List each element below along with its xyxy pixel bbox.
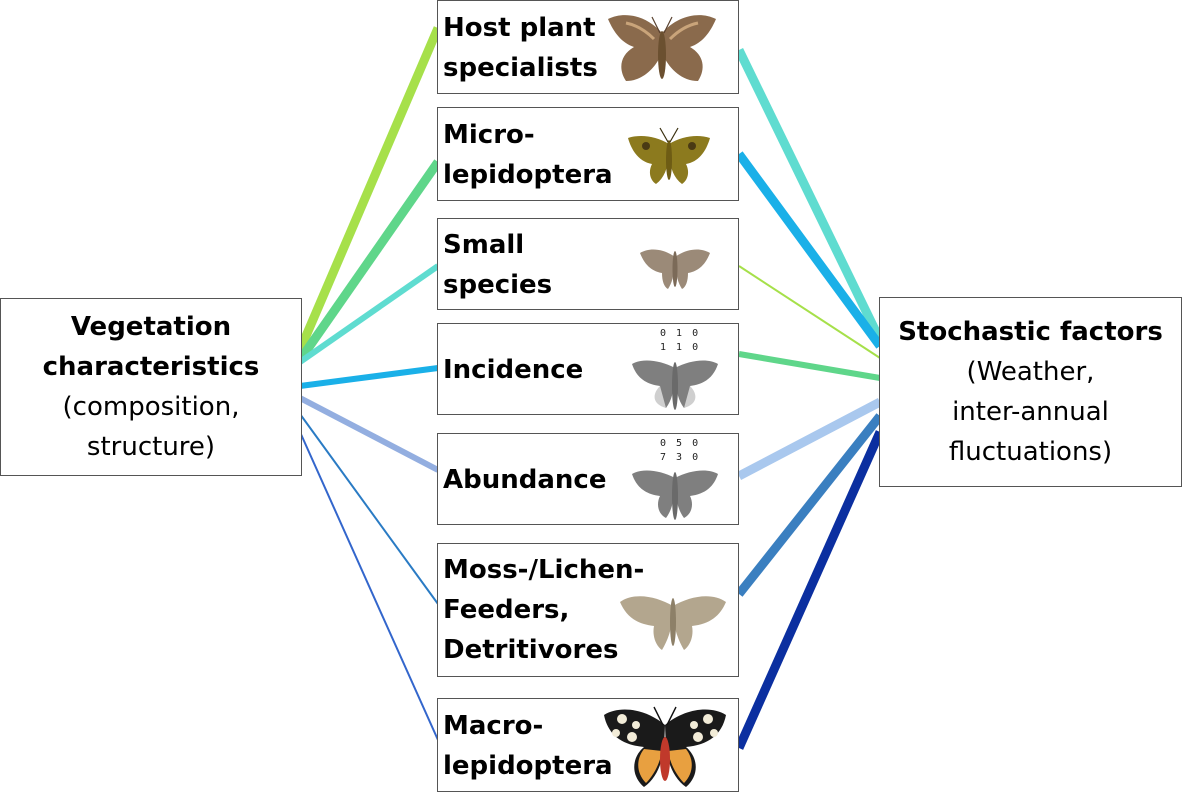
abundance-matrix: 0 5 0 7 3 0 xyxy=(660,438,701,463)
trait-label: Abundance xyxy=(443,465,607,495)
moth-icon xyxy=(604,706,726,787)
moth-icon xyxy=(620,596,726,650)
stochastic-subtitle: (Weather, inter-annual fluctuations) xyxy=(948,357,1113,467)
moth-icon xyxy=(640,249,710,289)
stochastic-link-micro xyxy=(735,151,884,349)
trait-label: Macro- lepidoptera xyxy=(443,711,613,781)
moth-icon xyxy=(628,127,710,184)
vegetation-title: Vegetation characteristics xyxy=(42,312,260,382)
trait-label: Moss-/Lichen- Feeders, Detritivores xyxy=(443,555,645,665)
moth-icon xyxy=(632,360,718,410)
moth-icon xyxy=(608,15,716,81)
vegetation-characteristics-node: Vegetation characteristics (composition,… xyxy=(0,298,302,476)
stochastic-link-host xyxy=(734,48,885,342)
trait-label: Incidence xyxy=(443,355,584,385)
stochastic-link-macro xyxy=(734,430,885,750)
vegetation-link-micro xyxy=(296,159,442,363)
incidence-matrix: 0 1 0 1 1 0 xyxy=(660,328,701,353)
moth-icon xyxy=(632,470,718,520)
stochastic-title: Stochastic factors xyxy=(898,317,1163,347)
vegetation-link-host xyxy=(295,26,443,352)
stochastic-link-small xyxy=(738,265,881,359)
stochastic-link-abundance xyxy=(736,398,883,480)
trait-node-macro-lepidoptera: Macro- lepidoptera xyxy=(437,698,739,792)
trait-label: Micro- lepidoptera xyxy=(443,120,613,190)
vegetation-link-incidence xyxy=(299,365,439,389)
vegetation-subtitle: (composition, structure) xyxy=(62,392,240,462)
vegetation-link-moss xyxy=(299,413,439,605)
trait-label: Small species xyxy=(443,230,553,300)
trait-node-moss-lichen-feeders: Moss-/Lichen- Feeders, Detritivores xyxy=(437,543,739,677)
trait-node-abundance: Abundance 0 5 0 7 3 0 xyxy=(437,433,739,525)
stochastic-factors-node: Stochastic factors (Weather, inter-annua… xyxy=(879,297,1182,487)
trait-node-host-plant-specialists: Host plant specialists xyxy=(437,0,739,94)
trait-label: Host plant specialists xyxy=(443,13,598,83)
trait-node-micro-lepidoptera: Micro- lepidoptera xyxy=(437,107,739,201)
trait-node-small-species: Small species xyxy=(437,218,739,310)
vegetation-link-macro xyxy=(299,431,439,741)
vegetation-link-small xyxy=(298,263,440,365)
trait-node-incidence: Incidence 0 1 0 1 1 0 xyxy=(437,323,739,415)
vegetation-link-abundance xyxy=(298,395,440,473)
stochastic-link-incidence xyxy=(738,351,881,381)
stochastic-link-moss xyxy=(735,413,884,597)
